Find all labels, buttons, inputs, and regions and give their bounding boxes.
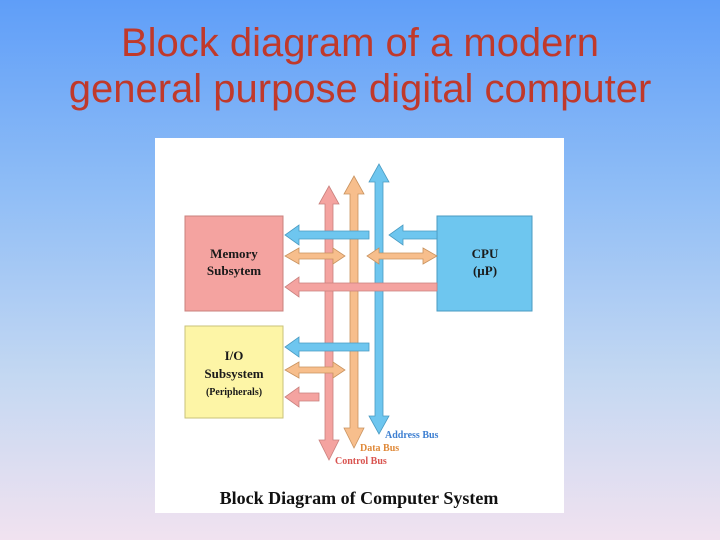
memory-label-1: Memory xyxy=(210,246,258,261)
cpu-label-1: CPU xyxy=(472,246,499,261)
data-bus-label: Data Bus xyxy=(360,443,399,454)
cpu-data-link xyxy=(366,247,438,265)
address-bus-label: Address Bus xyxy=(385,430,439,441)
cpu-block xyxy=(436,215,533,312)
data-bus xyxy=(343,175,365,449)
io-label-3: (Peripherals) xyxy=(206,387,262,398)
address-bus xyxy=(368,163,390,435)
cpu-control-link xyxy=(284,276,438,298)
control-bus xyxy=(318,185,340,461)
cpu-address-link xyxy=(388,224,438,246)
diagram-panel: Memory Subsytem I/O Subsystem (Periphera… xyxy=(155,138,564,513)
block-diagram: Memory Subsytem I/O Subsystem (Periphera… xyxy=(184,163,533,508)
memory-data-link xyxy=(284,247,346,265)
cpu-label-2: (µP) xyxy=(473,263,497,278)
memory-block xyxy=(184,215,284,312)
diagram-caption: Block Diagram of Computer System xyxy=(220,488,499,508)
title-line-1: Block diagram of a modern xyxy=(120,21,599,65)
slide-title: Block diagram of a modern general purpos… xyxy=(0,20,720,112)
address-io-link xyxy=(284,336,370,358)
control-bus-label: Control Bus xyxy=(335,456,387,467)
io-label-1: I/O xyxy=(225,348,244,363)
io-label-2: Subsystem xyxy=(204,366,263,381)
io-data-link xyxy=(284,361,346,379)
memory-label-2: Subsytem xyxy=(207,263,261,278)
io-block xyxy=(184,325,284,419)
address-memory-link xyxy=(284,224,370,246)
control-io-link xyxy=(284,386,320,408)
title-line-2: general purpose digital computer xyxy=(68,67,652,111)
